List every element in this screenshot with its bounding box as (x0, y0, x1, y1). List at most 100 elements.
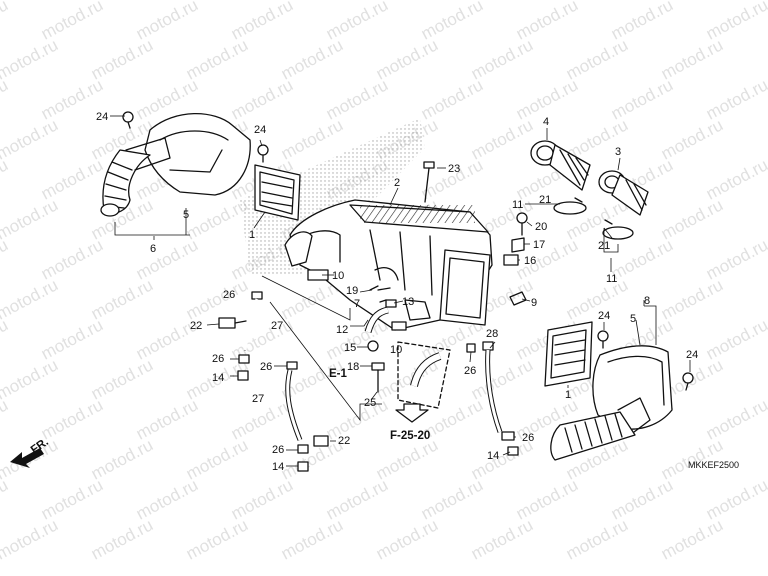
callout-22b: 22 (338, 435, 350, 447)
callout-24c: 24 (598, 310, 610, 322)
callout-25: 25 (364, 397, 376, 409)
callout-10a: 10 (332, 270, 344, 282)
watermark-text: motod.ru (278, 435, 346, 483)
callout-27b: 27 (252, 393, 264, 405)
watermark-text: motod.ru (0, 155, 11, 203)
callout-26d: 26 (272, 444, 284, 456)
watermark-text: motod.ru (183, 515, 251, 563)
watermark-text: motod.ru (183, 435, 251, 483)
callout-3: 3 (615, 146, 621, 158)
callout-26b: 26 (212, 353, 224, 365)
callout-14a: 14 (212, 372, 224, 384)
callout-15: 15 (344, 342, 356, 354)
bolt-23 (423, 161, 435, 203)
watermark-text: motod.ru (278, 515, 346, 563)
watermark-text: motod.ru (703, 475, 768, 523)
callout-24a: 24 (96, 111, 108, 123)
screws-24 (122, 111, 694, 391)
callout-14c: 14 (487, 450, 499, 462)
breather-tube-center (364, 287, 407, 393)
watermark-text: motod.ru (88, 435, 156, 483)
callout-6: 6 (150, 243, 156, 255)
callout-26c: 26 (260, 361, 272, 373)
callout-5b: 5 (630, 313, 636, 325)
watermark-text: motod.ru (0, 115, 61, 163)
watermark-text: motod.ru (703, 395, 768, 443)
air-duct-assembly-left (100, 112, 251, 217)
watermark-text: motod.ru (88, 275, 156, 323)
callout-17: 17 (533, 239, 545, 251)
callout-8: 8 (644, 295, 650, 307)
watermark-text: motod.ru (468, 115, 536, 163)
callout-28: 28 (486, 328, 498, 340)
watermark-text: motod.ru (658, 35, 726, 83)
callout-9: 9 (531, 297, 537, 309)
diagram-code: MKKEF2500 (688, 460, 739, 470)
ref-e1: E-1 (329, 368, 348, 380)
air-duct-assembly-right (550, 345, 673, 461)
watermark-text: motod.ru (0, 0, 11, 44)
callout-11a: 11 (512, 199, 523, 211)
callout-26f: 26 (522, 432, 534, 444)
callout-2: 2 (394, 177, 400, 189)
callout-26a: 26 (223, 289, 235, 301)
air-filter-element-right (544, 321, 593, 387)
watermark-text: motod.ru (373, 515, 441, 563)
front-direction-arrow (10, 448, 44, 468)
leader-lines (110, 115, 691, 467)
callout-4: 4 (543, 116, 549, 128)
watermark-text: motod.ru (88, 355, 156, 403)
callout-labels: 24 24 5 6 1 2 23 4 3 11 21 20 17 16 9 21… (29, 111, 739, 473)
left-drain-hose-lower (285, 361, 329, 472)
watermark-text: motod.ru (373, 435, 441, 483)
watermark-text: motod.ru (703, 75, 768, 123)
watermark-text: motod.ru (468, 355, 536, 403)
watermark-text: motod.ru (563, 515, 631, 563)
callout-11b: 11 (606, 273, 617, 285)
watermark-text: motod.ru (0, 195, 61, 243)
watermark-text: motod.ru (183, 35, 251, 83)
callout-19: 19 (346, 285, 358, 297)
callout-5a: 5 (183, 209, 189, 221)
callout-1a: 1 (249, 229, 255, 241)
watermark-text: motod.ru (88, 35, 156, 83)
callout-24b: 24 (254, 124, 266, 136)
watermark-text: motod.ru (658, 195, 726, 243)
callout-1b: 1 (565, 389, 571, 401)
small-fasteners-right (503, 212, 528, 306)
callout-27a: 27 (271, 320, 283, 332)
watermark-text: motod.ru (183, 275, 251, 323)
callout-16: 16 (524, 255, 536, 267)
connecting-tube-3 (598, 170, 649, 216)
callout-18: 18 (347, 361, 359, 373)
callout-23: 23 (448, 163, 460, 175)
callout-14b: 14 (272, 461, 284, 473)
callout-22a: 22 (190, 320, 202, 332)
callout-24d: 24 (686, 349, 698, 361)
watermark-text: motod.ru (0, 275, 61, 323)
callout-13: 13 (402, 296, 414, 308)
watermark-text: motod.ru (373, 35, 441, 83)
callout-7: 7 (354, 298, 360, 310)
watermark-text: motod.ru (0, 475, 11, 523)
watermark-text: motod.ru (0, 395, 11, 443)
air-cleaner-case (284, 199, 493, 331)
watermark-text: motod.ru (278, 35, 346, 83)
watermark-text: motod.ru (703, 155, 768, 203)
watermark-text: motod.ru (468, 35, 536, 83)
watermark-text: motod.ru (658, 515, 726, 563)
watermark-text: motod.ru (468, 515, 536, 563)
left-drain-hose-upper (218, 291, 263, 381)
watermark-text: motod.ru (0, 515, 61, 563)
watermark-text: motod.ru (0, 235, 11, 283)
tube-band-clamps (553, 197, 634, 240)
watermark-text: motod.ru (0, 35, 61, 83)
callout-21b: 21 (598, 240, 610, 252)
dotted-shading (240, 118, 425, 275)
watermark-text: motod.ru (278, 115, 346, 163)
watermark-text: motod.ru (563, 35, 631, 83)
watermark-text: motod.ru (658, 115, 726, 163)
watermark-text: motod.ru (0, 75, 11, 123)
watermark-text: motod.ru (0, 315, 11, 363)
